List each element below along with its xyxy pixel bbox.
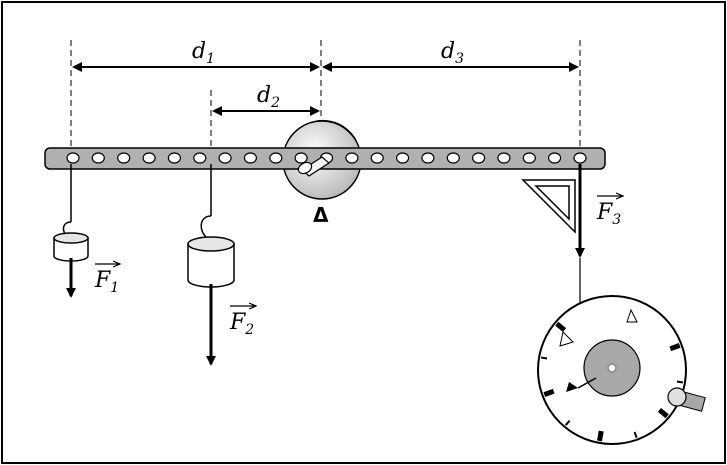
dial-knob (667, 387, 687, 407)
hanging-weight-2 (187, 164, 235, 366)
beam-hole (396, 152, 410, 164)
dial-needle (577, 377, 597, 389)
beam-hole (117, 152, 131, 164)
beam-hole (294, 152, 308, 164)
beam-hole (522, 152, 536, 164)
dial-tick (676, 380, 684, 384)
beam-hole (193, 152, 207, 164)
beam-hole (91, 152, 105, 164)
beam-holes (66, 152, 587, 164)
beam-hole (547, 152, 562, 164)
f3-label: F3 (596, 196, 623, 228)
dial-marker-left (559, 330, 574, 347)
weight-1-top (53, 232, 89, 244)
fulcrum-symbol: Δ (313, 203, 329, 227)
d3-label: d3 (441, 39, 464, 67)
set-square-icon (521, 179, 576, 234)
spring-scale-dial-icon (537, 295, 706, 445)
dial-tick (633, 431, 638, 439)
beam-hole (243, 152, 257, 164)
dial-tick (543, 388, 555, 397)
f2-label: F2 (229, 306, 256, 338)
dial-tick (564, 419, 571, 426)
d2-label: d2 (257, 83, 280, 111)
pivot-pin-icon (297, 156, 330, 177)
svg-text:F3: F3 (596, 200, 621, 228)
beam-hole (421, 152, 435, 164)
reference-lines (70, 40, 581, 150)
beam-hole (497, 152, 511, 164)
beam-hole (573, 152, 587, 164)
dial-marker-top (626, 308, 638, 323)
beam-hole (472, 152, 486, 164)
dial-tick (669, 343, 681, 352)
d1-label: d1 (192, 39, 215, 67)
weight-1-body (53, 237, 89, 262)
svg-text:F1: F1 (94, 268, 119, 296)
weight-2-body (187, 243, 235, 288)
dial-tick (657, 407, 669, 419)
weight-2-top (187, 236, 235, 252)
beam-hole (218, 152, 232, 164)
beam-hole (167, 152, 181, 164)
beam-hole (269, 152, 283, 164)
dial-ticks (540, 321, 684, 442)
beam-hole (370, 152, 384, 164)
dial-center (607, 363, 617, 373)
dial-tick (540, 356, 548, 360)
distance-arrows (72, 62, 579, 116)
beam-hole (446, 152, 460, 164)
beam-hole (142, 152, 156, 164)
hanging-weight-1 (53, 164, 89, 298)
dial-tick (597, 430, 604, 442)
svg-text:F2: F2 (229, 310, 254, 338)
dial-tick (555, 321, 567, 333)
lever-beam (44, 147, 606, 170)
beam-hole (66, 152, 80, 164)
dial-pointer-tip (566, 382, 578, 392)
beam-hole (345, 152, 359, 164)
f1-label: F1 (94, 264, 120, 296)
